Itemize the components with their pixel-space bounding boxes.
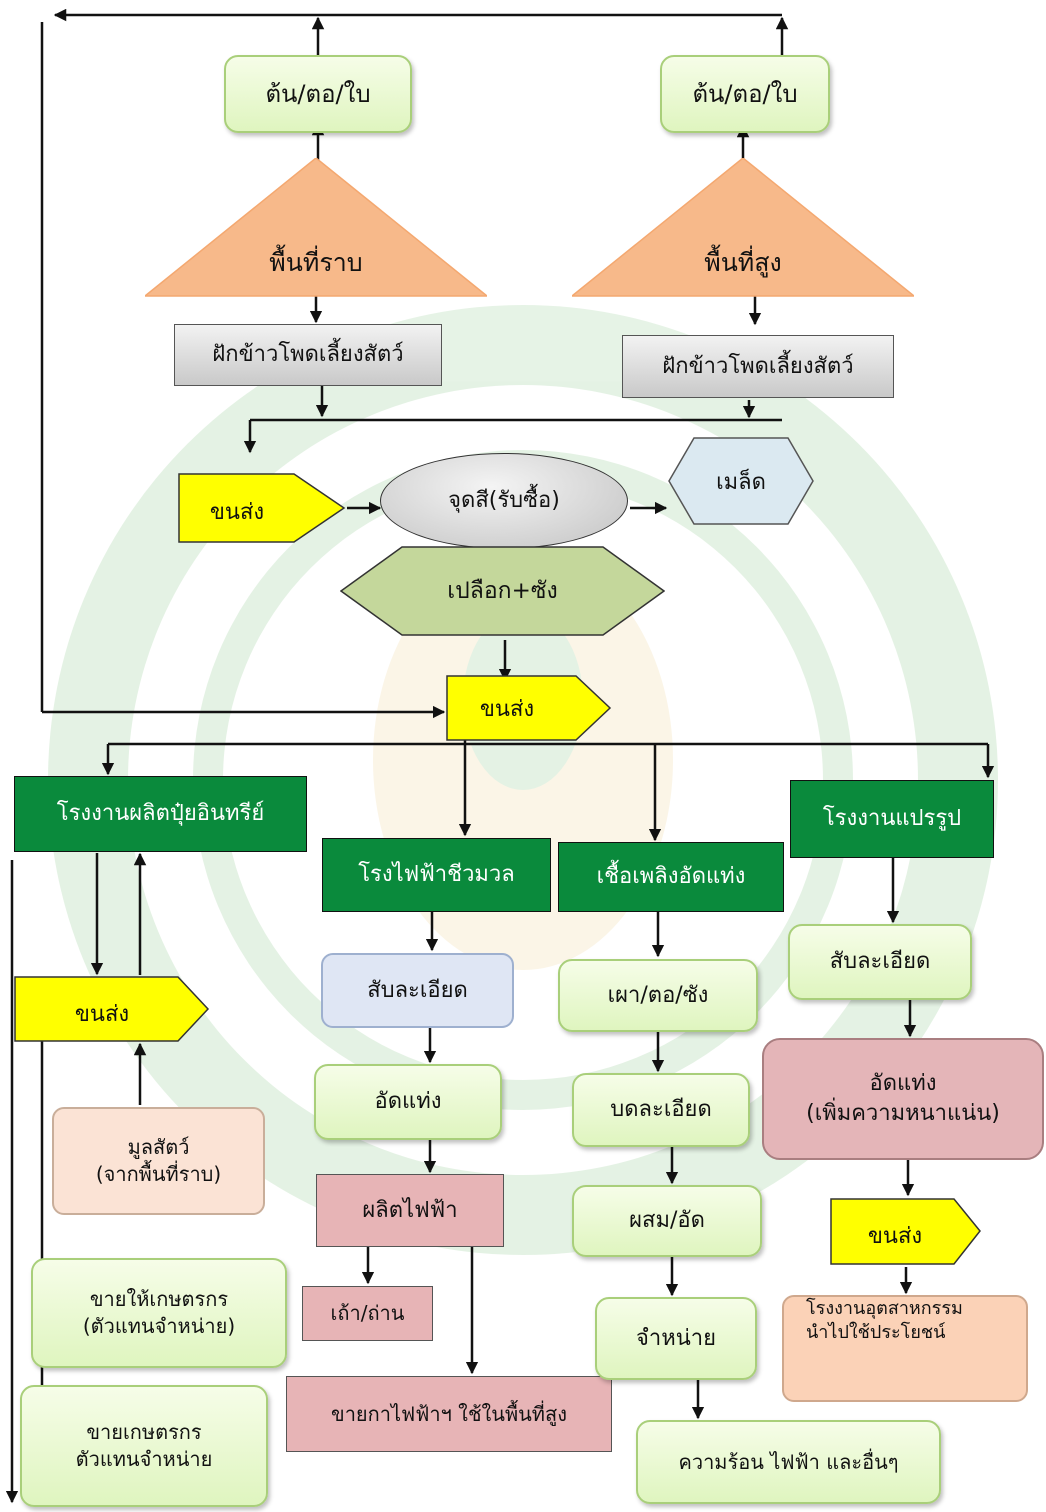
animal-manure-box: มูลสัตว์ (จากพื้นที่ราบ) xyxy=(52,1107,265,1215)
seed-hexagon: เมล็ด xyxy=(668,437,814,525)
processing-plant-box: โรงงานแปรรูป xyxy=(790,780,994,858)
lowland-triangle: พื้นที่ราบ xyxy=(145,158,487,298)
sell-to-farmer-line1: ขายให้เกษตรกร xyxy=(89,1287,229,1311)
husk-cob-hexagon: เปลือก+ซัง xyxy=(340,546,665,636)
sell-to-farmer-line2: (ตัวแทนจำหน่าย) xyxy=(82,1314,236,1338)
animal-manure-line2: (จากพื้นที่ราบ) xyxy=(95,1162,222,1186)
chop-fine-processing-box: สับละเอียด xyxy=(788,924,972,1000)
sell-farmer-dealer-line1: ขายเกษตรกร xyxy=(86,1420,202,1444)
industrial-factory-box: โรงงานอุตสาหกรรม นำไปใช้ประโยชน์ xyxy=(782,1295,1028,1402)
chop-fine-biomass-box: สับละเอียด xyxy=(321,953,514,1028)
sell-to-farmer-box: ขายให้เกษตรกร (ตัวแทนจำหน่าย) xyxy=(31,1258,287,1368)
compress-density-box: อัดแท่ง (เพิ่มความหนาแน่น) xyxy=(762,1038,1044,1160)
biomass-power-plant-box: โรงไฟฟ้าชีวมวล xyxy=(322,838,551,912)
ash-charcoal-box: เถ้า/ถ่าน xyxy=(302,1286,433,1341)
organic-fertilizer-plant-box: โรงงานผลิตปุ๋ยอินทรีย์ xyxy=(14,776,307,852)
collection-point-ellipse: จุดสี(รับซื้อ) xyxy=(380,453,628,549)
stem-leaf-right-box: ต้น/ตอ/ใบ xyxy=(660,55,830,133)
stem-leaf-left-box: ต้น/ตอ/ใบ xyxy=(224,55,412,133)
compress-density-line1: อัดแท่ง xyxy=(869,1071,937,1097)
compress-briquette-biomass-box: อัดแท่ง xyxy=(314,1064,502,1140)
distribute-box: จำหน่าย xyxy=(595,1297,757,1380)
grind-fine-box: บดละเอียด xyxy=(572,1073,750,1147)
industrial-factory-line2: นำไปใช้ประโยชน์ xyxy=(806,1322,946,1344)
corn-cob-right-box: ฝักข้าวโพดเลี้ยงสัตว์ xyxy=(622,335,894,398)
transport-arrow-4: ขนส่ง xyxy=(830,1198,982,1265)
mix-press-box: ผสม/อัด xyxy=(572,1185,762,1257)
transport-arrow-1: ขนส่ง xyxy=(178,473,346,543)
corn-cob-left-box: ฝักข้าวโพดเลี้ยงสัตว์ xyxy=(174,324,442,386)
transport-arrow-3: ขนส่ง xyxy=(14,976,210,1042)
sell-electricity-box: ขายกาไฟฟ้าฯ ใช้ในพื้นที่สูง xyxy=(286,1376,612,1452)
sell-farmer-dealer-line2: ตัวแทนจำหน่าย xyxy=(75,1447,213,1471)
sell-farmer-dealer-box: ขายเกษตรกร ตัวแทนจำหน่าย xyxy=(20,1385,268,1507)
industrial-factory-line1: โรงงานอุตสาหกรรม xyxy=(806,1298,963,1319)
generate-electricity-box: ผลิตไฟฟ้า xyxy=(316,1174,504,1247)
transport-arrow-2: ขนส่ง xyxy=(446,675,612,741)
highland-triangle: พื้นที่สูง xyxy=(572,158,914,298)
burn-stump-cob-box: เผา/ตอ/ซัง xyxy=(558,959,758,1032)
heat-electricity-box: ความร้อน ไฟฟ้า และอื่นๆ xyxy=(636,1420,941,1504)
animal-manure-line1: มูลสัตว์ xyxy=(127,1135,190,1159)
fuel-briquette-box: เชื้อเพลิงอัดแท่ง xyxy=(558,842,784,912)
compress-density-line2: (เพิ่มความหนาแน่น) xyxy=(806,1101,1000,1126)
